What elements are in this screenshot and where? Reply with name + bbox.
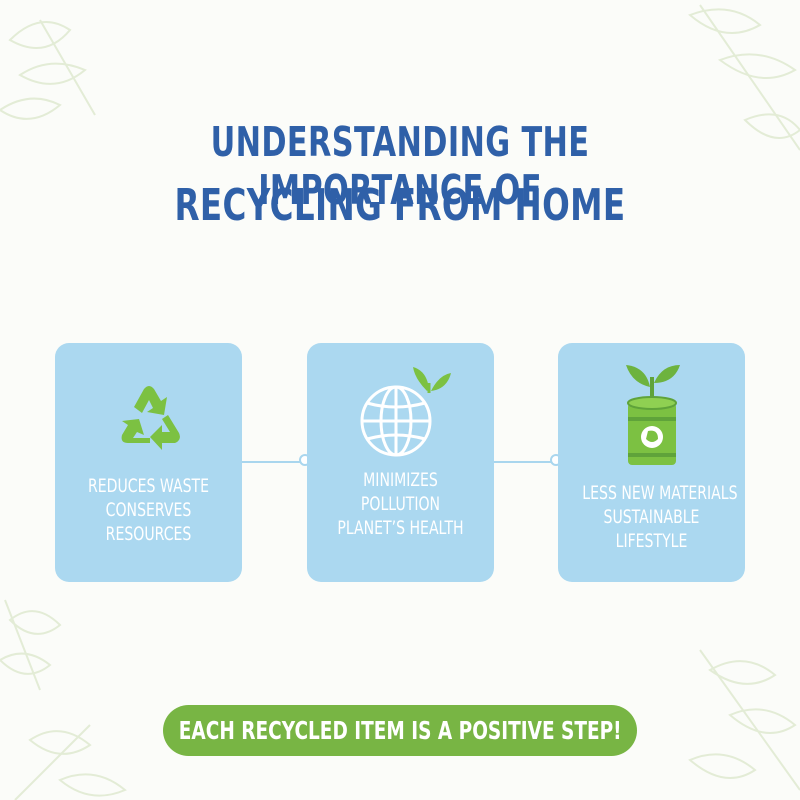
benefit-card-less-new-materials: LESS NEW MATERIALS SUSTAINABLE LIFESTYLE	[558, 343, 745, 582]
connector-line-1	[242, 461, 308, 463]
page-title-line-1: UNDERSTANDING THE IMPORTANCE OF	[210, 118, 590, 214]
card-2-line-1: MINIMIZES	[363, 469, 438, 491]
card-3-line-3: LIFESTYLE	[615, 530, 688, 552]
card-3-line-1: LESS NEW MATERIALS	[582, 482, 738, 504]
recycle-icon	[55, 377, 242, 463]
positive-step-banner: EACH RECYCLED ITEM IS A POSITIVE STEP!	[163, 705, 637, 756]
connector-line-2	[493, 461, 559, 463]
page-title-line-2: RECYCLING FROM HOME	[174, 180, 626, 231]
benefit-card-minimizes-pollution: MINIMIZES POLLUTION PLANET’S HEALTH	[307, 343, 494, 582]
card-2-line-2: POLLUTION	[360, 493, 441, 515]
card-1-line-3: RESOURCES	[105, 523, 192, 545]
card-1-line-2: CONSERVES	[105, 499, 192, 521]
card-1-line-1: REDUCES WASTE	[87, 475, 210, 497]
card-3-line-2: SUSTAINABLE	[603, 506, 700, 528]
benefit-card-reduces-waste: REDUCES WASTE CONSERVES RESOURCES	[55, 343, 242, 582]
globe-with-leaves-icon	[307, 361, 494, 461]
banner-text: EACH RECYCLED ITEM IS A POSITIVE STEP!	[178, 716, 622, 745]
recycling-can-with-sprout-icon	[558, 359, 745, 469]
card-2-line-3: PLANET’S HEALTH	[337, 517, 464, 539]
